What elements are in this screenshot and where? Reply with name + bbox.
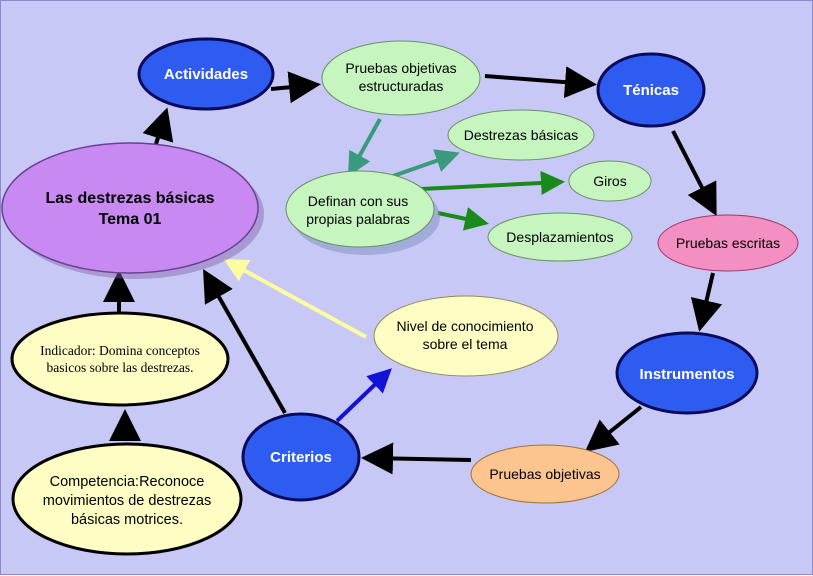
edge-destrezas-actividades xyxy=(142,107,174,145)
edge-actividades-pruebas xyxy=(270,71,321,104)
edge-criterios-destrezas xyxy=(203,269,287,414)
node-competencia[interactable]: Competencia:Reconoce movimientos de dest… xyxy=(11,442,243,556)
edge-pruebas-objetivas-criterios xyxy=(361,442,472,475)
edge-definan-desplazamientos xyxy=(437,207,489,231)
competencia-line2: movimientos de destrezas xyxy=(43,493,211,509)
edge-tenicas-pruebas-escritas xyxy=(671,130,717,217)
edge-pruebas-tenicas xyxy=(484,66,597,99)
edge-escritas-instrumentos xyxy=(690,272,723,332)
node-pruebas-objetivas-estructuradas[interactable]: Pruebas objetivas estructuradas xyxy=(321,40,481,116)
nivel-line2: sobre el tema xyxy=(423,336,508,352)
competencia-line3: básicas motrices. xyxy=(71,512,183,528)
criterios-label: Criterios xyxy=(270,449,332,466)
node-nivel-conocimiento[interactable]: Nivel de conocimiento sobre el tema xyxy=(373,295,559,377)
node-tenicas[interactable]: Ténicas xyxy=(596,52,706,128)
definan-line1: Definan con sus xyxy=(308,193,408,209)
pruebas-escritas-label: Pruebas escritas xyxy=(676,235,780,251)
pruebas-estr-line2: estructuradas xyxy=(359,78,444,94)
indicador-line2: basicos sobre las destrezas. xyxy=(47,360,194,375)
pruebas-estr-line1: Pruebas objetivas xyxy=(345,60,456,76)
node-pruebas-escritas[interactable]: Pruebas escritas xyxy=(657,214,799,272)
tenicas-label: Ténicas xyxy=(623,82,679,99)
node-desplazamientos[interactable]: Desplazamientos xyxy=(487,212,633,262)
desplazamientos-label: Desplazamientos xyxy=(506,229,613,245)
node-actividades[interactable]: Actividades xyxy=(137,37,275,111)
edge-instrumentos-pruebas-objetivas xyxy=(584,405,643,452)
actividades-label: Actividades xyxy=(164,66,248,83)
pruebas-objetivas-label: Pruebas objetivas xyxy=(489,466,600,482)
node-criterios[interactable]: Criterios xyxy=(241,412,361,502)
edge-definan-giros xyxy=(420,171,565,195)
definan-line2: propias palabras xyxy=(306,211,410,227)
nivel-line1: Nivel de conocimiento xyxy=(397,318,534,334)
node-instrumentos[interactable]: Instrumentos xyxy=(615,331,759,415)
competencia-line1: Competencia:Reconoce xyxy=(50,474,205,490)
instrumentos-label: Instrumentos xyxy=(639,366,734,383)
edge-criterios-nivel xyxy=(335,368,392,423)
node-giros[interactable]: Giros xyxy=(568,160,652,202)
edge-pruebas-definan xyxy=(348,118,382,177)
destrezas-basicas-label: Destrezas básicas xyxy=(464,127,578,143)
indicador-line1: Indicador: Domina conceptos xyxy=(40,343,200,358)
edge-definan-destrezas-basicas xyxy=(392,149,460,178)
destrezas-title-line2: Tema 01 xyxy=(99,211,162,228)
edges xyxy=(103,66,723,475)
node-destrezas-tema[interactable]: Las destrezas básicas Tema 01 xyxy=(1,142,264,279)
node-pruebas-objetivas[interactable]: Pruebas objetivas xyxy=(470,444,620,504)
node-destrezas-basicas[interactable]: Destrezas básicas xyxy=(447,109,595,161)
node-indicador[interactable]: Indicador: Domina conceptos basicos sobr… xyxy=(10,311,230,407)
node-definan[interactable]: Definan con sus propias palabras xyxy=(285,170,440,255)
giros-label: Giros xyxy=(593,173,626,189)
edge-nivel-destrezas xyxy=(223,259,367,339)
destrezas-title-line1: Las destrezas básicas xyxy=(46,190,215,207)
